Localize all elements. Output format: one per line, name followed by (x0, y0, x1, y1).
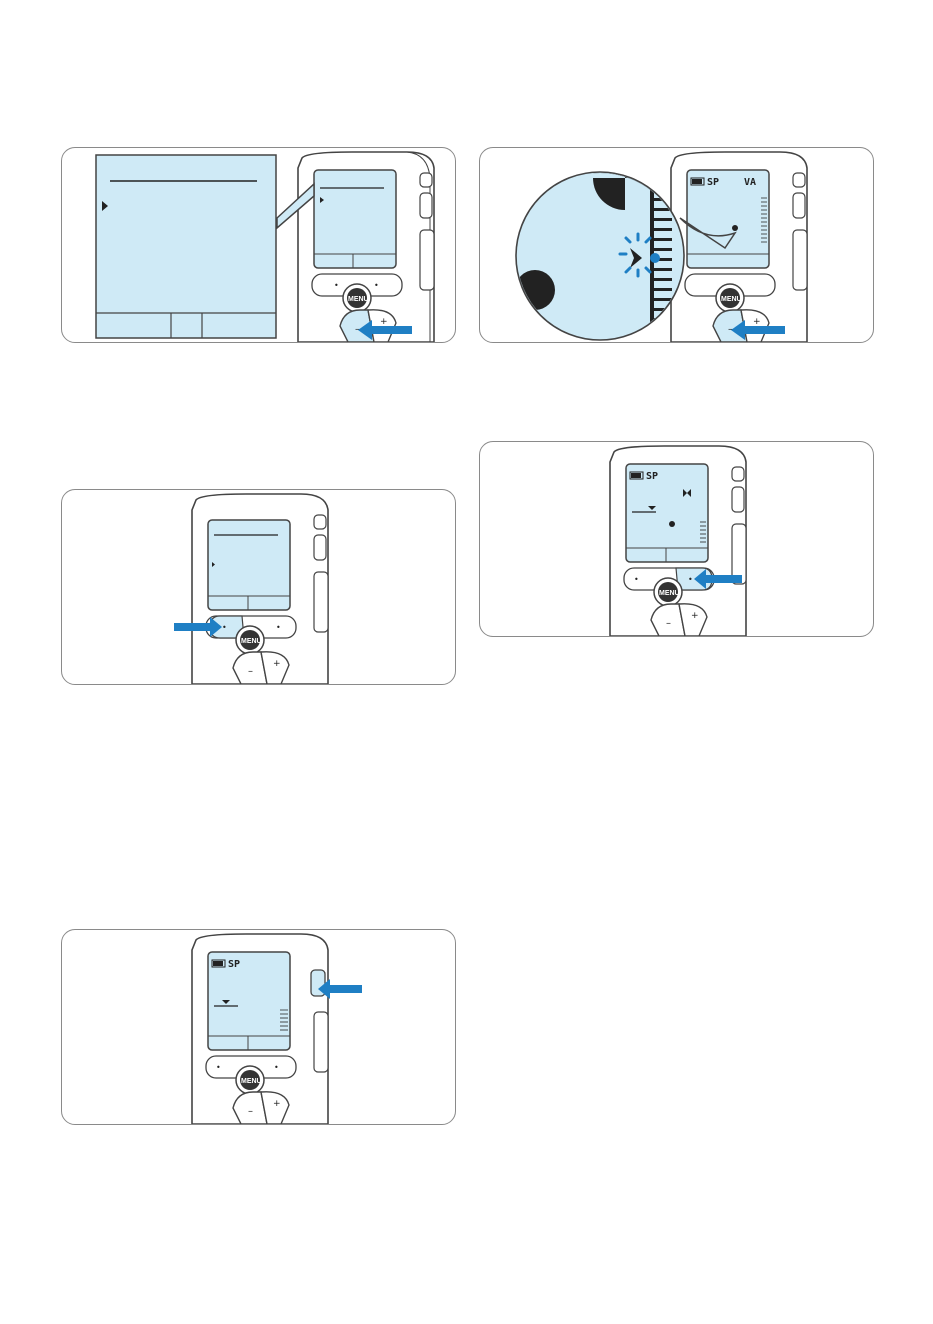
lcd-voice-mode-label: VA (744, 177, 756, 188)
figure-illustration-5: SP • • MENU – + (62, 930, 455, 1124)
softkey-right-symbol: • (374, 281, 379, 290)
plus-symbol: + (273, 659, 281, 669)
lcd-speed-label: SP (707, 177, 719, 188)
menu-label: MENU (721, 296, 742, 303)
plus-symbol: + (273, 1099, 281, 1109)
softkey-right-symbol: • (276, 623, 281, 632)
menu-label: MENU (241, 638, 262, 645)
figure-panel-3: • • MENU – + (61, 489, 456, 685)
figure-panel-2: SP VA MENU – + (479, 147, 874, 343)
figure-panel-4: SP • • MENU – + (479, 441, 874, 637)
zoomed-lcd-callout (96, 155, 276, 338)
lcd-speed-label: SP (228, 959, 240, 970)
menu-label: MENU (241, 1078, 262, 1085)
minus-symbol: – (666, 618, 671, 629)
softkey-right-symbol: • (688, 575, 693, 584)
lcd-speed-label: SP (646, 471, 658, 482)
softkey-left-symbol: • (216, 1063, 221, 1072)
figure-illustration-1: • • MENU – + (62, 148, 455, 342)
side-slider (420, 230, 434, 290)
figure-panel-1: • • MENU – + (61, 147, 456, 343)
figure-illustration-3: • • MENU – + (62, 490, 455, 684)
figure-illustration-4: SP • • MENU – + (480, 442, 873, 636)
menu-label: MENU (348, 296, 369, 303)
softkey-left-symbol: • (222, 623, 227, 632)
plus-symbol: + (380, 317, 388, 327)
menu-label: MENU (659, 590, 680, 597)
side-button-middle (420, 193, 432, 218)
figure-illustration-2: SP VA MENU – + (480, 148, 873, 342)
minus-symbol: – (248, 1106, 253, 1117)
minus-symbol: – (248, 666, 253, 677)
side-button-top (420, 173, 432, 187)
device-lcd (314, 170, 396, 268)
plus-symbol: + (753, 317, 761, 327)
softkey-right-symbol: • (274, 1063, 279, 1072)
softkey-left-symbol: • (334, 281, 339, 290)
plus-symbol: + (691, 611, 699, 621)
figure-panel-5: SP • • MENU – + (61, 929, 456, 1125)
softkey-left-symbol: • (634, 575, 639, 584)
